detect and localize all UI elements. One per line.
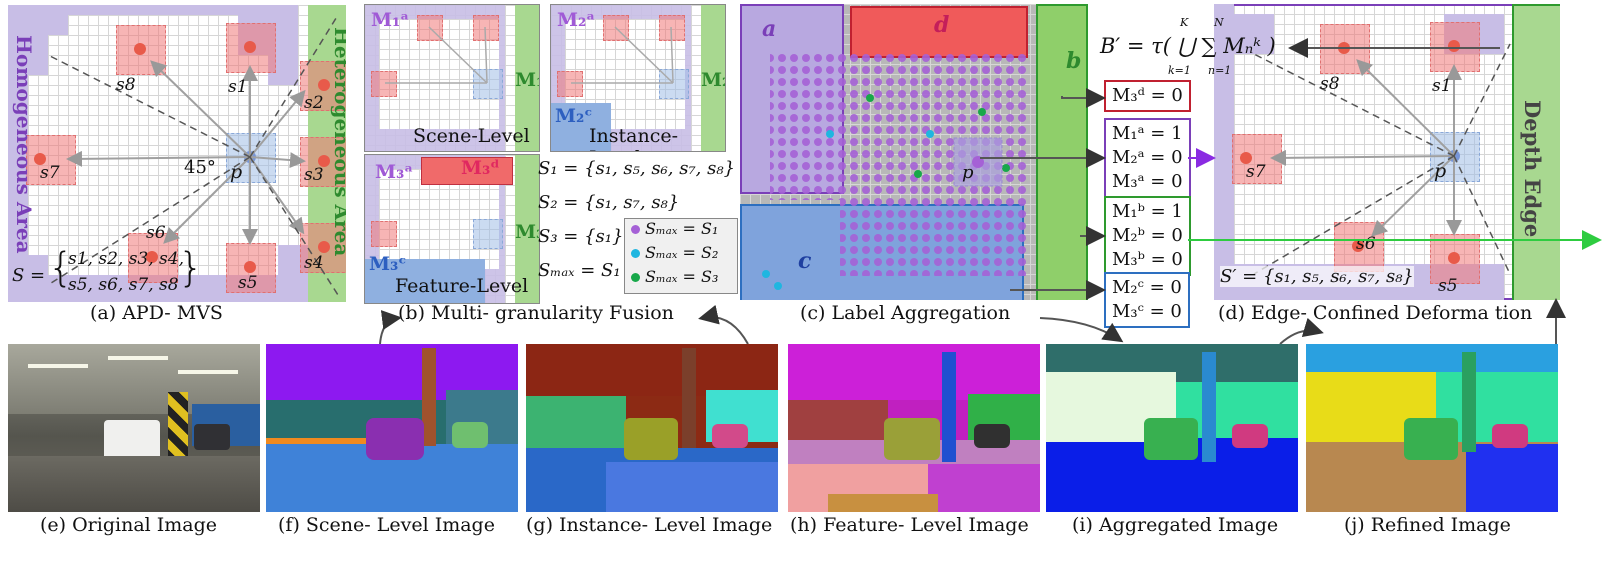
region-c-label: c <box>798 248 812 274</box>
caption-h: (h) Feature- Level Image <box>790 514 1029 536</box>
region-b <box>1036 4 1088 300</box>
region-a-label: a <box>762 16 777 42</box>
instance-m2a-label: M₂ᵃ <box>557 9 596 31</box>
panel-c: a d b c p <box>740 4 1088 300</box>
angle-label: 45° <box>184 157 216 178</box>
s2-definition: S₂ = {s₁, s₇, s₈} <box>538 192 680 213</box>
mbox-b-line-2: M₂ᵇ = 0 <box>1112 225 1183 246</box>
smax-definition: Sₘₐₓ = S₁ <box>538 260 621 281</box>
instance-level-image <box>526 344 778 512</box>
mbox-b: M₁ᵇ = 1 M₂ᵇ = 0 M₃ᵇ = 0 <box>1104 196 1191 276</box>
smax-legend: Sₘₐₓ = S₁ Sₘₐₓ = S₂ Sₘₐₓ = S₃ <box>624 218 738 294</box>
scene-level-image <box>266 344 518 512</box>
mbox-d-line-1: M₃ᵈ = 0 <box>1112 85 1183 106</box>
caption-c: (c) Label Aggregation <box>800 302 1011 324</box>
center-p-label-c: p <box>962 162 974 183</box>
mbox-a-line-2: M₂ᵃ = 0 <box>1112 147 1183 168</box>
region-b-label: b <box>1066 48 1082 74</box>
deformation-formula: B′ = τ( ⋃ ∑ Mₙᵏ ) <box>1100 34 1276 58</box>
instance-level-label: Instance-Level <box>589 125 678 151</box>
purple-dot-field <box>762 50 1030 290</box>
caption-a: (a) APD- MVS <box>90 302 223 324</box>
s3-definition: S₃ = {s₁} <box>538 226 624 247</box>
sample-s3-label: s3 <box>304 165 324 185</box>
d-sample-s8: s8 <box>1320 74 1340 94</box>
mbox-a: M₁ᵃ = 1 M₂ᵃ = 0 M₃ᵃ = 0 <box>1104 118 1191 198</box>
panel-d-arrows <box>1253 43 1511 275</box>
region-d-label: d <box>934 12 950 38</box>
scene-m1b-label: M₁ᵇ <box>515 69 539 91</box>
formula-upper-k: K <box>1180 16 1189 29</box>
depth-edge-label: Depth Edge <box>1520 100 1545 238</box>
mbox-b-line-1: M₁ᵇ = 1 <box>1112 201 1183 222</box>
panel-b-feature: M₃ᵃ M₃ᵈ M₃ᵇ M₃ᶜ Feature-Level <box>364 154 540 304</box>
mbox-a-line-3: M₃ᵃ = 0 <box>1112 171 1183 192</box>
sample-s8-label: s8 <box>116 75 136 95</box>
d-center-p: p <box>1434 160 1447 182</box>
scene-m1a-label: M₁ᵃ <box>371 9 410 31</box>
center-p-label: p <box>230 161 243 183</box>
sample-s1-label: s1 <box>228 77 248 97</box>
d-sample-s1: s1 <box>1432 76 1452 96</box>
sample-s7-label: s7 <box>40 163 60 183</box>
feature-m3b-label: M₃ᵇ <box>515 221 539 243</box>
mbox-c-line-1: M₂ᶜ = 0 <box>1112 277 1182 298</box>
legend-dot-s1 <box>631 225 640 234</box>
caption-j: (j) Refined Image <box>1344 514 1511 536</box>
sample-s4-label: s4 <box>304 253 324 273</box>
caption-d: (d) Edge- Confined Deforma tion <box>1218 302 1533 324</box>
panel-d: s8 s1 s7 s6 s5 p S′ = {s₁, s₅, s₆, s₇, s… <box>1214 4 1560 300</box>
d-sample-s7: s7 <box>1246 162 1266 182</box>
mbox-c-line-2: M₃ᶜ = 0 <box>1112 301 1182 322</box>
instance-m2b-label: M₂ᵇ <box>701 69 725 91</box>
feature-m3c-label: M₃ᶜ <box>369 253 407 275</box>
sample-s2-label: s2 <box>304 93 324 113</box>
aggregated-image <box>1046 344 1298 512</box>
legend-item-s1: Sₘₐₓ = S₁ <box>645 219 719 238</box>
mbox-c: M₂ᶜ = 0 M₃ᶜ = 0 <box>1104 272 1190 328</box>
instance-m2c-label: M₂ᶜ <box>555 105 593 127</box>
caption-e: (e) Original Image <box>40 514 218 536</box>
feature-m3d-label: M₃ᵈ <box>461 157 500 179</box>
feature-level-image <box>788 344 1040 512</box>
homogeneous-area-label: Homogeneous Area <box>12 35 36 254</box>
legend-item-s3: Sₘₐₓ = S₃ <box>645 267 719 286</box>
formula-upper-n: N <box>1214 16 1224 29</box>
formula-lower-n: n=1 <box>1208 64 1232 77</box>
panel-a-arrows <box>47 14 339 296</box>
scene-level-label: Scene-Level <box>413 125 530 147</box>
sample-s5-label: s5 <box>238 273 258 293</box>
original-image <box>8 344 260 512</box>
legend-item-s2: Sₘₐₓ = S₂ <box>645 243 719 262</box>
caption-f: (f) Scene- Level Image <box>278 514 495 536</box>
panel-b-scene: M₁ᵃ M₁ᵇ Scene-Level <box>364 4 540 152</box>
legend-dot-s3 <box>631 273 640 282</box>
d-sample-s5: s5 <box>1438 276 1458 296</box>
heterogeneous-area-label: Heterogeneous Area <box>330 27 346 257</box>
caption-i: (i) Aggregated Image <box>1072 514 1279 536</box>
s1-definition: S₁ = {s₁, s₅, s₆, s₇, s₈} <box>538 158 736 179</box>
formula-lower-k: k=1 <box>1168 64 1191 77</box>
mbox-b-line-3: M₃ᵇ = 0 <box>1112 249 1183 270</box>
feature-level-label: Feature-Level <box>395 275 529 297</box>
refined-image <box>1306 344 1558 512</box>
caption-g: (g) Instance- Level Image <box>526 514 773 536</box>
d-set-definition: S′ = {s₁, s₅, s₆, s₇, s₈} <box>1220 266 1414 287</box>
caption-b: (b) Multi- granularity Fusion <box>398 302 674 324</box>
panel-a: s8 s1 s2 s3 s4 s5 s6 s7 p 45° Homogeneou… <box>8 5 346 302</box>
mbox-a-line-1: M₁ᵃ = 1 <box>1112 123 1183 144</box>
legend-dot-s2 <box>631 249 640 258</box>
panel-b-instance: M₂ᵃ M₂ᵇ M₂ᶜ Instance-Level <box>550 4 726 152</box>
feature-m3a-label: M₃ᵃ <box>375 161 414 183</box>
sample-s6-label: s6 <box>146 223 166 243</box>
